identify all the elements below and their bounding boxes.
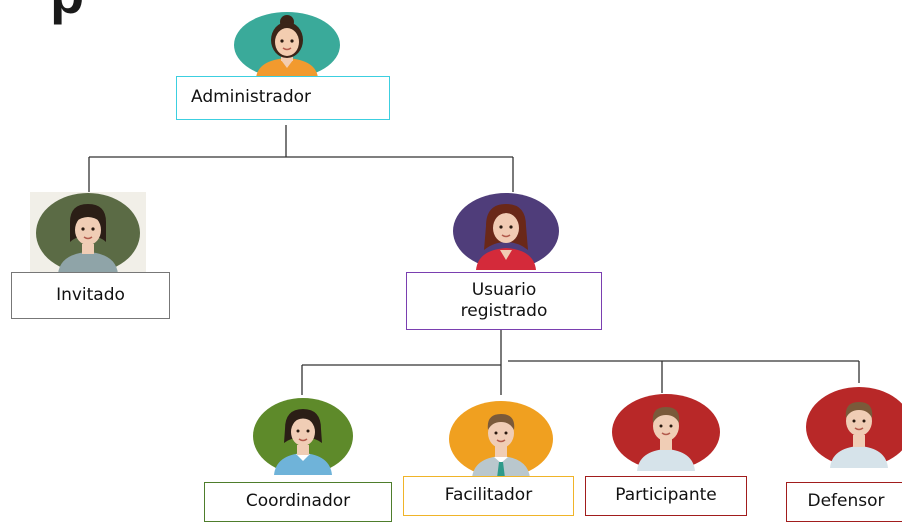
invitado-label: Invitado xyxy=(56,284,125,305)
usuario-registrado-avatar-icon xyxy=(453,193,559,270)
facilitador-avatar-icon xyxy=(449,401,553,478)
hierarchy-connectors xyxy=(88,125,860,395)
administrador-node: Administrador xyxy=(176,76,390,120)
participante-node: Participante xyxy=(585,476,747,516)
usuario-registrado-node: Usuario registrado xyxy=(406,272,602,330)
usuario-registrado-label: Usuario registrado xyxy=(460,279,548,321)
participante-avatar-icon xyxy=(612,394,720,471)
facilitador-node: Facilitador xyxy=(403,476,574,516)
facilitador-label: Facilitador xyxy=(444,485,533,506)
coordinador-label: Coordinador xyxy=(245,491,351,512)
participante-label: Participante xyxy=(615,485,717,506)
invitado-node: Invitado xyxy=(11,272,170,319)
defensor-label: Defensor xyxy=(807,491,885,512)
invitado-avatar-icon xyxy=(30,192,146,274)
defensor-avatar-icon xyxy=(806,387,902,468)
administrador-label: Administrador xyxy=(191,87,312,108)
coordinador-avatar-icon xyxy=(253,398,353,475)
coordinador-node: Coordinador xyxy=(204,482,392,522)
page-title-fragment: p xyxy=(50,0,84,22)
defensor-node: Defensor xyxy=(786,482,902,522)
administrador-avatar-icon xyxy=(234,12,340,78)
